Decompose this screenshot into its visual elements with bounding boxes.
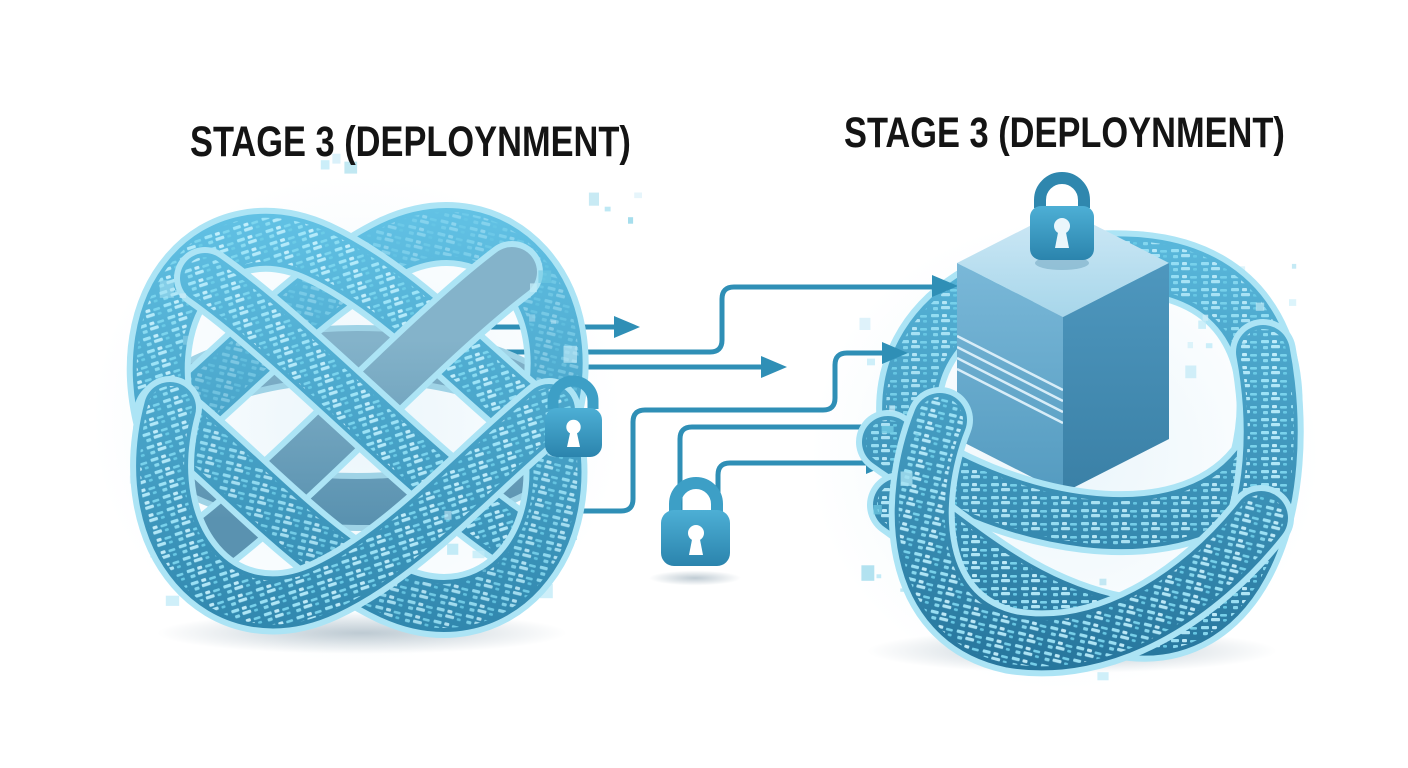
noise-pixel — [563, 345, 577, 363]
noise-pixel — [1291, 263, 1297, 269]
noise-pixel — [876, 574, 882, 579]
noise-pixel — [183, 335, 193, 345]
noise-pixel — [444, 510, 452, 520]
noise-pixel — [332, 153, 341, 164]
noise-pixel — [867, 358, 875, 366]
noise-pixel — [1289, 299, 1297, 306]
noise-pixel — [634, 192, 642, 199]
noise-pixel — [1097, 672, 1109, 681]
noise-pixel — [1241, 342, 1246, 345]
noise-pixel — [179, 293, 186, 298]
arrowhead-icon — [932, 275, 958, 297]
cube-left-face — [957, 263, 1063, 493]
cube-right-face — [1063, 263, 1169, 493]
noise-pixel — [1205, 343, 1213, 349]
noise-pixel — [1185, 365, 1197, 379]
flow-arrow-5 — [677, 424, 920, 518]
cube-data-stripes — [957, 334, 1063, 425]
flow-arrow-4 — [432, 342, 908, 514]
noise-pixel — [1187, 342, 1193, 349]
arrowhead-icon — [882, 342, 908, 364]
noise-pixel — [900, 588, 905, 592]
noise-pixel — [881, 425, 894, 434]
left-stage-title: STAGE 3 (DEPLOYNMENT) — [190, 118, 631, 166]
noise-pixel — [1202, 314, 1209, 321]
noise-pixel — [1255, 302, 1265, 311]
lock-icon-upper — [545, 375, 602, 457]
noise-pixel — [873, 505, 882, 515]
noise-pixel — [628, 217, 634, 224]
secure-cube — [957, 172, 1169, 493]
noise-pixel — [159, 280, 174, 298]
noise-pixel — [530, 283, 537, 293]
noise-pixel — [550, 320, 556, 324]
arrowhead-icon — [614, 316, 640, 338]
noise-pixel — [915, 433, 919, 437]
right-stage-title: STAGE 3 (DEPLOYNMENT) — [844, 109, 1285, 157]
noise-pixel — [175, 290, 181, 294]
flow-arrows — [432, 275, 958, 518]
arrowhead-icon — [761, 356, 787, 378]
noise-pixel — [889, 405, 896, 412]
noise-pixel — [529, 314, 536, 322]
noise-pixel — [538, 270, 552, 283]
noise-pixel — [861, 565, 875, 581]
noise-pixel — [604, 206, 611, 212]
lock-icon-lower — [661, 477, 730, 566]
noise-pixel — [1198, 320, 1206, 329]
noise-pixel — [1099, 578, 1107, 586]
flow-arrow-2 — [492, 275, 958, 355]
noise-pixel — [447, 543, 459, 555]
cube-lock-icon — [1030, 172, 1094, 260]
noise-pixel — [344, 161, 358, 174]
noise-pixel — [482, 569, 487, 573]
left-data-ribbon-knot — [159, 234, 557, 606]
noise-pixel — [165, 595, 180, 606]
lock-shadow — [649, 570, 741, 586]
noise-pixel — [320, 160, 330, 170]
digital-noise-front — [159, 270, 1265, 579]
noise-pixel — [859, 317, 871, 330]
noise-pixel — [588, 192, 599, 206]
noise-pixel — [472, 550, 485, 559]
noise-pixel — [900, 471, 913, 486]
